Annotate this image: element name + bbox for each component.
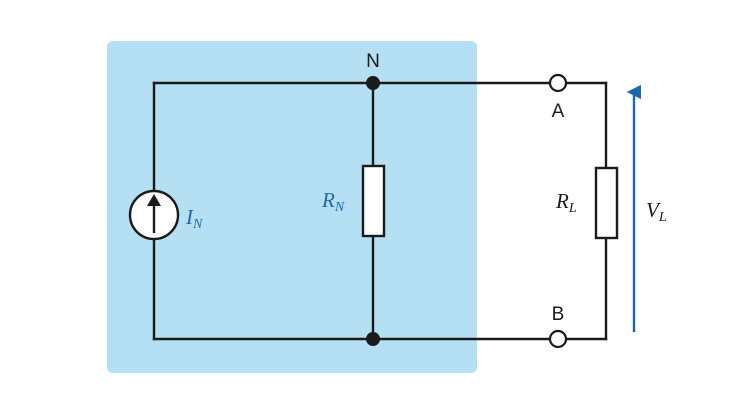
current-source-label: IN — [185, 205, 203, 232]
junction-dot-bottom — [366, 332, 380, 346]
terminal-b-label: B — [552, 304, 565, 325]
norton-equivalent-panel — [107, 41, 477, 373]
junction-dot-top — [366, 76, 380, 90]
node-n-label: N — [366, 51, 380, 72]
current-source-icon — [128, 189, 180, 241]
terminal-a-icon — [548, 73, 568, 93]
norton-resistor-label: RN — [321, 188, 345, 215]
load-voltage-label: VL — [646, 198, 667, 225]
circuit-wires — [152, 81, 608, 341]
terminal-a-label: A — [552, 101, 565, 122]
load-resistor-label: RL — [555, 189, 577, 216]
load-resistor-icon — [594, 166, 619, 240]
terminal-b-icon — [548, 329, 568, 349]
norton-resistor-icon — [361, 164, 386, 238]
